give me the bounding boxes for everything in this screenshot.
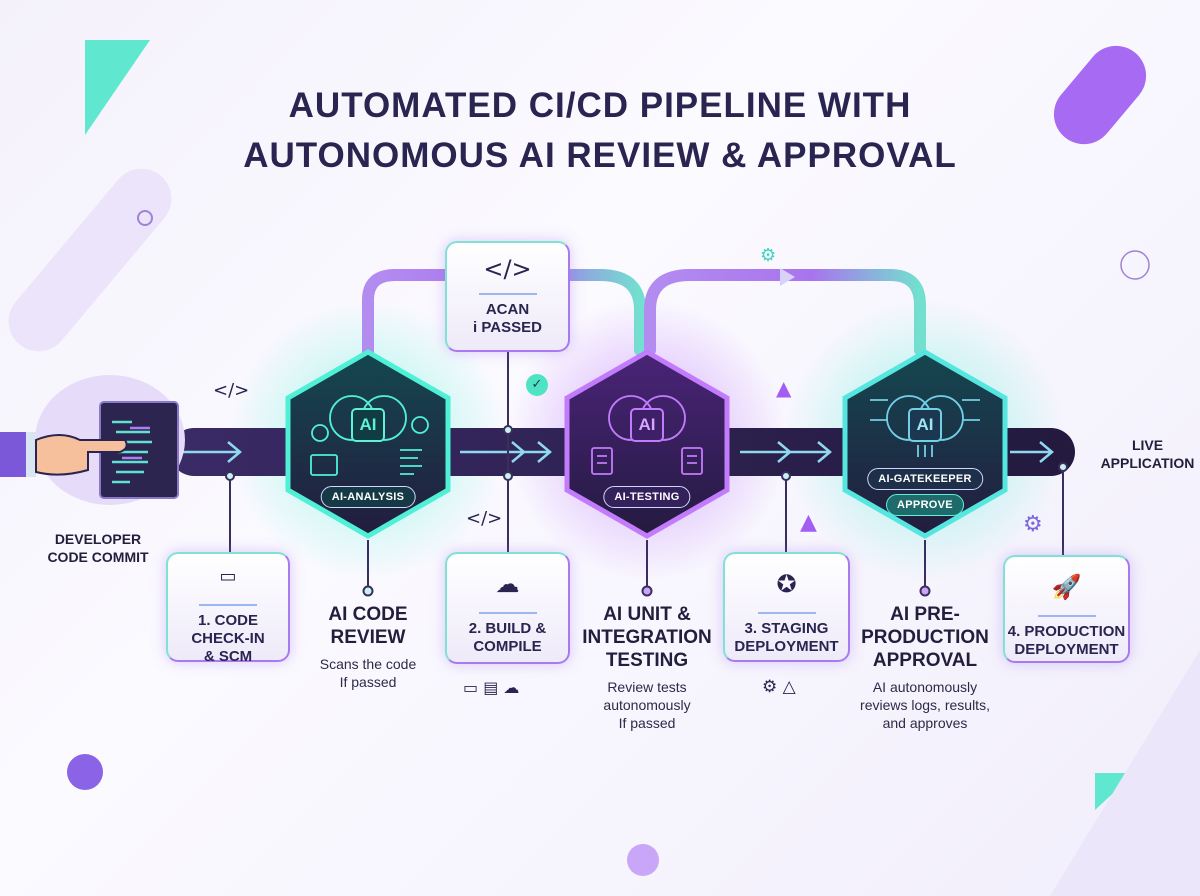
- developer-label-line: CODE COMMIT: [47, 549, 149, 565]
- ai-testing-pill: AI-TESTING: [603, 486, 691, 508]
- code-window-icon: ▭: [219, 566, 237, 587]
- stage-desc: AI autonomously: [872, 679, 978, 695]
- scan-passed-box: </> ACAN i PASSED: [445, 241, 570, 352]
- step-production-deployment: 🚀 4. PRODUCTION DEPLOYMENT: [1003, 555, 1130, 663]
- code-icon: </>: [213, 380, 250, 401]
- step-label: CHECK-IN: [191, 630, 265, 647]
- stage-desc: and approves: [882, 715, 968, 731]
- step-staging-deployment: ✪ 3. STAGING DEPLOYMENT: [723, 552, 850, 662]
- decor-shape: [1053, 45, 1147, 145]
- code-icon: </>: [483, 255, 532, 283]
- step-label: 3. STAGING: [744, 620, 829, 637]
- warning-icon: ▲: [776, 376, 792, 400]
- title-line-2: AUTONOMOUS AI REVIEW & APPROVAL: [243, 136, 957, 175]
- staging-status-icons: ⚙ △: [762, 677, 796, 697]
- check-circle-icon: ✓: [526, 374, 548, 396]
- code-icon: </>: [466, 508, 503, 529]
- staging-badge-icon: ✪: [776, 570, 797, 598]
- decor-circle: [137, 210, 153, 226]
- build-tool-icons: ▭ ▤ ☁: [463, 678, 520, 697]
- stage-desc: If passed: [618, 715, 676, 731]
- box-label: ACAN: [485, 301, 530, 318]
- step-label: DEPLOYMENT: [734, 638, 839, 655]
- cloud-build-icon: ☁: [495, 570, 520, 598]
- developer-label: DEVELOPER CODE COMMIT: [28, 530, 168, 566]
- arc-arrow-icon: [780, 268, 795, 286]
- stage-desc: autonomously: [603, 697, 691, 713]
- ai-chip-icon: AI: [908, 408, 942, 442]
- step-label: COMPILE: [473, 638, 542, 655]
- stage-title: APPROVAL: [872, 650, 978, 671]
- step-label: DEPLOYMENT: [1014, 641, 1119, 658]
- approve-button[interactable]: APPROVE: [886, 494, 964, 516]
- developer-label-line: DEVELOPER: [54, 531, 142, 547]
- ai-chip-icon: AI: [630, 408, 664, 442]
- ai-analysis-pill: AI-ANALYSIS: [320, 486, 416, 508]
- rocket-icon: 🚀: [1051, 573, 1082, 601]
- decor-shape: [1050, 650, 1200, 896]
- hexagon-ai-gatekeeper: [842, 349, 1008, 539]
- decor-orb: [627, 844, 659, 876]
- stage-desc: Scans the code: [319, 656, 417, 672]
- live-label-line: APPLICATION: [1100, 455, 1195, 471]
- live-application-label: LIVE APPLICATION: [1095, 436, 1200, 472]
- stage-title: PRODUCTION: [861, 627, 989, 648]
- stage-title: REVIEW: [330, 627, 406, 648]
- gear-icon: ⚙: [1023, 512, 1043, 537]
- step-label: 2. BUILD &: [468, 620, 547, 637]
- step-label: 4. PRODUCTION: [1007, 623, 1126, 640]
- stage-desc: reviews logs, results,: [860, 697, 990, 713]
- box-label: i PASSED: [473, 319, 542, 336]
- ai-gatekeeper-pill: AI-GATEKEEPER: [867, 468, 983, 490]
- developer-hand-illustration: [0, 375, 185, 505]
- stage-title: TESTING: [605, 650, 689, 671]
- gear-icon: ⚙: [760, 245, 777, 266]
- decor-orb: [67, 754, 103, 790]
- step-label: 1. CODE: [197, 612, 258, 629]
- decor-circle: [1120, 250, 1150, 280]
- warning-icon: ▲: [800, 510, 817, 535]
- stage-title: AI UNIT &: [603, 604, 691, 625]
- step-build-compile: ☁ 2. BUILD & COMPILE: [445, 552, 570, 664]
- stage-desc: If passed: [339, 674, 397, 690]
- stage-title: AI CODE: [328, 604, 408, 625]
- live-label-line: LIVE: [1131, 437, 1164, 453]
- decor-shape: [8, 168, 172, 352]
- stage-title: INTEGRATION: [582, 627, 712, 648]
- step-label: & SCM: [203, 648, 253, 665]
- feedback-arc: [362, 269, 926, 366]
- stage-title: AI PRE-: [890, 604, 960, 625]
- decor-triangle: [85, 40, 150, 135]
- title-line-1: AUTOMATED CI/CD PIPELINE WITH: [288, 86, 912, 125]
- step-code-checkin: ▭ 1. CODE CHECK-IN & SCM: [166, 552, 290, 665]
- flow-arrows: [180, 441, 1054, 463]
- stage-desc: Review tests: [607, 679, 687, 695]
- ai-chip-icon: AI: [351, 408, 385, 442]
